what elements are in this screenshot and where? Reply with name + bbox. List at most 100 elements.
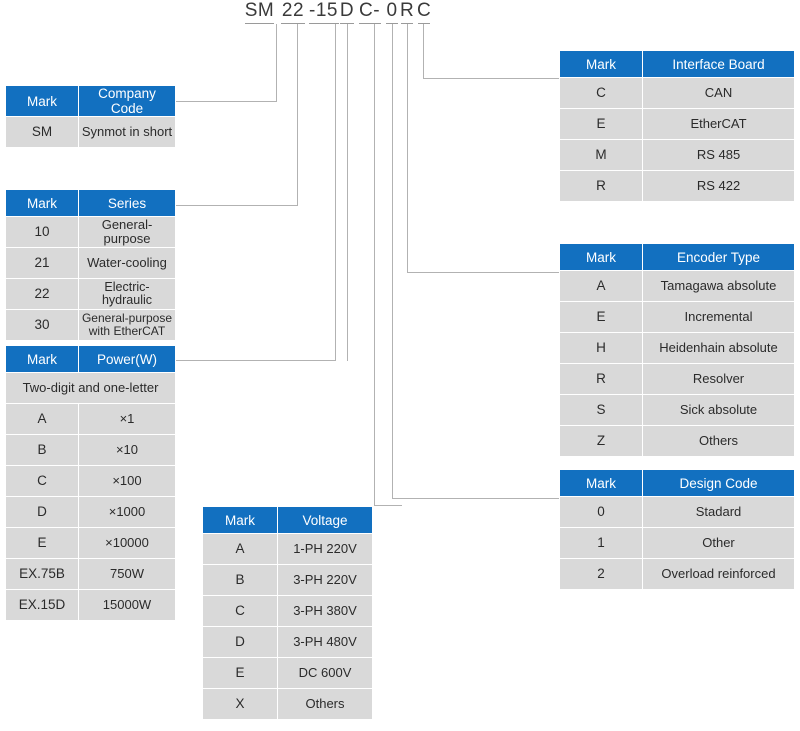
table-row: 10 General-purpose — [6, 217, 175, 247]
cell-mark: 22 — [6, 279, 78, 309]
code-underline-interface — [418, 23, 430, 24]
cell-mark: 2 — [560, 559, 642, 589]
table-header-row: Mark Power(W) — [6, 346, 175, 372]
model-code-string: SM 22 -15 D C- 0 R C — [0, 0, 800, 26]
table-row: S Sick absolute — [560, 395, 794, 425]
cell-value: Incremental — [643, 302, 794, 332]
table-row: B ×10 — [6, 435, 175, 465]
table-design-code: Mark Design Code 0 Stadard 1 Other 2 Ove… — [559, 469, 795, 590]
connector-series-vertical — [297, 24, 298, 206]
header-design-code: Design Code — [643, 470, 794, 496]
table-row: EX.75B 750W — [6, 559, 175, 589]
cell-value: ×1 — [79, 404, 175, 434]
table-row: Z Others — [560, 426, 794, 456]
header-encoder-type: Encoder Type — [643, 244, 794, 270]
cell-value: Synmot in short — [79, 117, 175, 147]
code-underline-series — [281, 23, 305, 24]
cell-value: Stadard — [643, 497, 794, 527]
code-segment-power-letter: D — [339, 0, 355, 21]
header-mark: Mark — [6, 346, 78, 372]
cell-value: Tamagawa absolute — [643, 271, 794, 301]
header-interface-board: Interface Board — [643, 51, 794, 77]
table-power: Mark Power(W) Two-digit and one-letter A… — [5, 345, 176, 621]
header-power: Power(W) — [79, 346, 175, 372]
cell-value: ×10 — [79, 435, 175, 465]
table-row: 2 Overload reinforced — [560, 559, 794, 589]
cell-value: CAN — [643, 78, 794, 108]
table-series: Mark Series 10 General-purpose 21 Water-… — [5, 189, 176, 341]
table-row: D 3-PH 480V — [203, 627, 372, 657]
table-row: E ×10000 — [6, 528, 175, 558]
cell-mark: M — [560, 140, 642, 170]
table-row: E Incremental — [560, 302, 794, 332]
table-row: A ×1 — [6, 404, 175, 434]
table-company-code: Mark Company Code SM Synmot in short — [5, 85, 176, 148]
connector-company-horizontal — [176, 101, 277, 102]
table-row: A Tamagawa absolute — [560, 271, 794, 301]
cell-mark: E — [203, 658, 277, 688]
cell-value: EtherCAT — [643, 109, 794, 139]
header-mark: Mark — [6, 190, 78, 216]
table-header-row: Mark Series — [6, 190, 175, 216]
code-underline-encoder — [401, 23, 413, 24]
cell-mark: A — [6, 404, 78, 434]
header-mark: Mark — [203, 507, 277, 533]
table-row: D ×1000 — [6, 497, 175, 527]
cell-mark: EX.15D — [6, 590, 78, 620]
cell-value: ×1000 — [79, 497, 175, 527]
cell-mark: 21 — [6, 248, 78, 278]
cell-mark: Z — [560, 426, 642, 456]
code-segment-voltage: C- — [358, 0, 381, 21]
cell-value: ×10000 — [79, 528, 175, 558]
cell-mark: X — [203, 689, 277, 719]
header-mark: Mark — [560, 51, 642, 77]
cell-mark: R — [560, 171, 642, 201]
table-encoder-type: Mark Encoder Type A Tamagawa absolute E … — [559, 243, 795, 457]
cell-value: RS 422 — [643, 171, 794, 201]
cell-value: 1-PH 220V — [278, 534, 372, 564]
header-mark: Mark — [6, 86, 78, 116]
cell-value: Others — [278, 689, 372, 719]
cell-value: ×100 — [79, 466, 175, 496]
code-segment-company: SM — [244, 0, 275, 21]
cell-mark: R — [560, 364, 642, 394]
code-segment-series: 22 — [281, 0, 305, 21]
code-underline-power-letter — [340, 23, 354, 24]
table-row: 30 General-purpose with EtherCAT — [6, 310, 175, 340]
cell-value: Sick absolute — [643, 395, 794, 425]
cell-mark: 0 — [560, 497, 642, 527]
code-underline-design — [386, 23, 398, 24]
table-row: 0 Stadard — [560, 497, 794, 527]
table-interface-board: Mark Interface Board C CAN E EtherCAT M … — [559, 50, 795, 202]
cell-value: Overload reinforced — [643, 559, 794, 589]
cell-value: General-purpose with EtherCAT — [79, 310, 175, 340]
table-row: R RS 422 — [560, 171, 794, 201]
cell-value: Water-cooling — [79, 248, 175, 278]
cell-value: 750W — [79, 559, 175, 589]
table-voltage: Mark Voltage A 1-PH 220V B 3-PH 220V C 3… — [202, 506, 373, 720]
table-row: 22 Electric-hydraulic — [6, 279, 175, 309]
cell-mark: 10 — [6, 217, 78, 247]
connector-company-vertical — [276, 24, 277, 102]
table-header-row: Mark Voltage — [203, 507, 372, 533]
connector-encoder-vertical — [407, 24, 408, 273]
cell-mark: S — [560, 395, 642, 425]
table-row: EX.15D 15000W — [6, 590, 175, 620]
connector-voltage-vertical — [374, 24, 375, 506]
cell-power-note: Two-digit and one-letter — [6, 373, 175, 403]
cell-mark: EX.75B — [6, 559, 78, 589]
cell-mark: D — [6, 497, 78, 527]
cell-value: Electric-hydraulic — [79, 279, 175, 309]
table-row: E EtherCAT — [560, 109, 794, 139]
cell-value: 3-PH 480V — [278, 627, 372, 657]
header-voltage: Voltage — [278, 507, 372, 533]
table-row: C CAN — [560, 78, 794, 108]
code-segment-interface: C — [417, 0, 432, 21]
table-row: H Heidenhain absolute — [560, 333, 794, 363]
code-segment-power-digits: -15 — [309, 0, 338, 21]
cell-value: RS 485 — [643, 140, 794, 170]
table-row: C 3-PH 380V — [203, 596, 372, 626]
connector-voltage-horizontal — [374, 505, 402, 506]
cell-mark: E — [560, 302, 642, 332]
table-row: X Others — [203, 689, 372, 719]
